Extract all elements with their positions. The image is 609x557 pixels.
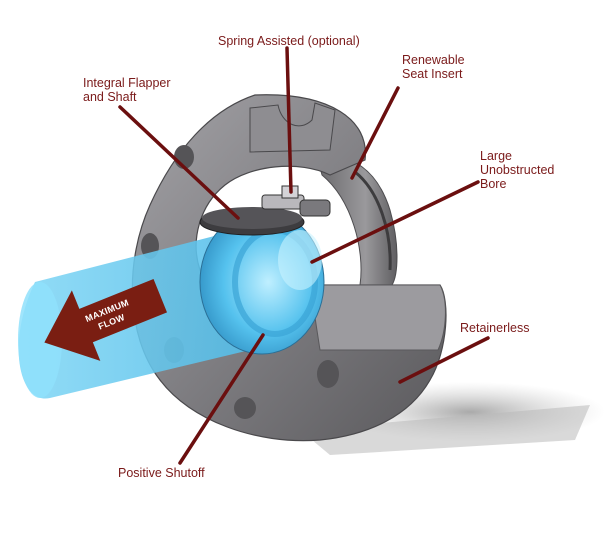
flow-beam-end: [18, 282, 62, 398]
label-renewable-seat: Renewable Seat Insert: [402, 53, 465, 81]
leader-lines: [118, 46, 490, 465]
label-renewable-seat-line1: Renewable: [402, 53, 465, 67]
top-notch: [249, 102, 336, 153]
label-large-bore-line1: Large: [480, 149, 512, 163]
leader-renewable-seat: [350, 86, 400, 180]
seat-insert-rim: [317, 157, 398, 286]
label-integral-flapper-line1: Integral Flapper: [83, 76, 171, 90]
label-retainerless: Retainerless: [460, 321, 530, 335]
shaft-end: [299, 199, 331, 217]
label-spring-assisted: Spring Assisted (optional): [218, 34, 360, 48]
cut-face: [309, 284, 446, 351]
label-integral-flapper-line2: and Shaft: [83, 90, 137, 104]
label-integral-flapper: Integral Flapper and Shaft: [83, 76, 171, 104]
bolt-hole: [317, 360, 339, 388]
max-flow-arrow: MAXIMUM FLOW: [44, 278, 168, 361]
leader-large-bore: [310, 180, 480, 264]
ground-shadow-body: [300, 405, 590, 455]
label-large-bore-line2: Unobstructed: [480, 163, 555, 177]
label-large-bore-line3: Bore: [480, 177, 507, 191]
label-large-bore: Large Unobstructed Bore: [480, 149, 554, 191]
leader-spring-assisted: [285, 46, 293, 194]
bolt-hole: [234, 397, 256, 419]
label-renewable-seat-line2: Seat Insert: [402, 67, 463, 81]
leader-positive-shutoff: [178, 333, 265, 465]
leader-retainerless: [398, 336, 490, 384]
label-positive-shutoff: Positive Shutoff: [118, 466, 205, 480]
seat-insert-groove: [354, 170, 392, 271]
flapper-disc-top: [202, 207, 302, 229]
bore-highlight: [278, 230, 322, 290]
leader-integral-flapper: [118, 105, 240, 220]
